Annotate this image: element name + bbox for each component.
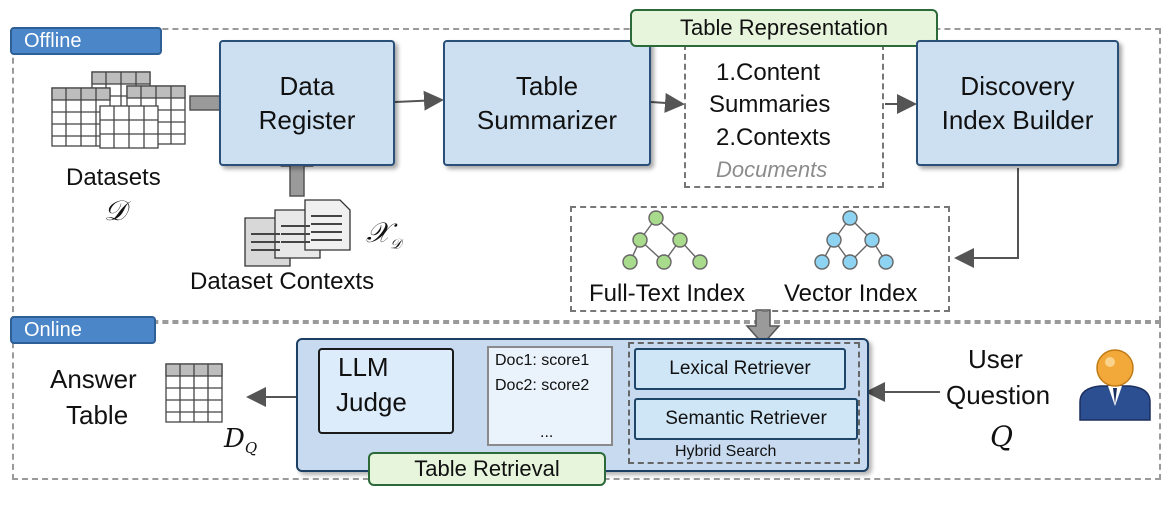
representation-item-2: Summaries	[709, 91, 831, 118]
datasets-symbol: 𝒟	[104, 194, 127, 227]
vector-tree-icon	[814, 210, 894, 270]
doc-score-1: Doc1: score1	[495, 352, 590, 369]
index-down-arrow	[745, 309, 781, 346]
table-representation-label: Table Representation	[630, 9, 938, 47]
datasets-table-icon	[51, 71, 186, 149]
dataset-contexts-label: Dataset Contexts	[190, 268, 375, 295]
user-question-line2: Question	[946, 380, 1051, 410]
arrow-summarizer-representation	[650, 92, 685, 113]
contexts-symbol: 𝒳𝒟	[366, 216, 402, 253]
representation-item-1: 1.Content	[716, 59, 821, 86]
answer-table-icon	[165, 363, 223, 423]
index-box	[570, 206, 950, 312]
llm-judge-line1: LLM	[338, 352, 389, 382]
arrow-builder-index	[954, 168, 1019, 268]
offline-tag: Offline	[10, 27, 162, 55]
documents-label: Documents	[716, 157, 828, 182]
data-register-block: Data Register	[219, 40, 395, 166]
document-stack-icon	[244, 199, 351, 267]
vector-index-label: Vector Index	[784, 280, 918, 307]
hybrid-search-label: Hybrid Search	[675, 443, 777, 460]
online-tag: Online	[10, 316, 156, 344]
table-retrieval-label: Table Retrieval	[368, 452, 606, 486]
hybrid-search-box	[628, 342, 860, 464]
datasets-label: Datasets	[66, 164, 161, 191]
arrow-register-summarizer	[394, 90, 444, 111]
llm-judge-line2: Judge	[336, 387, 407, 417]
representation-item-3: 2.Contexts	[716, 124, 831, 151]
user-icon	[1079, 349, 1151, 421]
llm-judge-block	[318, 348, 454, 434]
user-question-line1: User	[968, 344, 1023, 374]
lexical-retriever-block: Lexical Retriever	[634, 348, 846, 390]
table-summarizer-block: Table Summarizer	[443, 40, 651, 166]
semantic-retriever-block: Semantic Retriever	[634, 398, 858, 440]
doc-score-ellipsis: ...	[540, 424, 554, 441]
fulltext-tree-icon	[622, 210, 708, 270]
doc-score-2: Doc2: score2	[495, 377, 590, 394]
question-symbol: Q	[990, 420, 1013, 453]
doc-score-list	[487, 346, 613, 446]
answer-label-line1: Answer	[50, 364, 137, 394]
fulltext-index-label: Full-Text Index	[589, 280, 746, 307]
index-builder-block: Discovery Index Builder	[916, 40, 1119, 166]
answer-label-line2: Table	[66, 400, 129, 430]
offline-region	[12, 28, 1161, 322]
answer-symbol: DQ	[224, 424, 258, 458]
